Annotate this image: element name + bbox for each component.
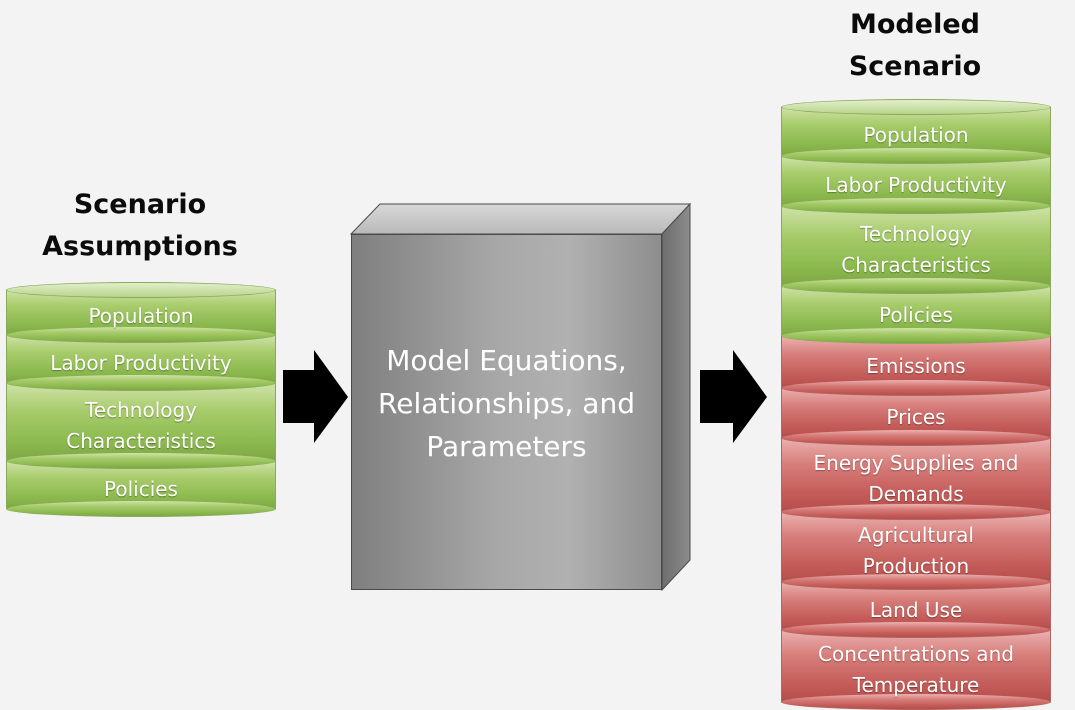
output-heading: Modeled Scenario: [848, 9, 982, 82]
input-heading: Scenario Assumptions: [42, 189, 238, 262]
output-layer-label: Prices: [886, 404, 946, 429]
output-layer: Prices: [781, 388, 1051, 446]
output-layer-label: Agricultural Production: [858, 523, 974, 578]
input-layer: Labor Productivity: [6, 335, 276, 391]
model-box-top: [349, 203, 692, 235]
output-layer-label: Policies: [879, 302, 953, 327]
input-layer-label: Policies: [104, 476, 178, 501]
output-layer-label: Land Use: [869, 597, 963, 622]
output-layer-label: Technology Characteristics: [841, 222, 991, 277]
output-layer: Agricultural Production: [781, 512, 1051, 590]
output-layer: Energy Supplies and Demands: [781, 438, 1051, 520]
output-layer: Labor Productivity: [781, 156, 1051, 214]
arrow-input-to-model: [283, 350, 348, 443]
output-layer: Population: [781, 99, 1051, 164]
model-label: Model Equations, Relationships, and Para…: [378, 343, 635, 463]
output-layer: Land Use: [781, 582, 1051, 638]
input-layer-label: Technology Characteristics: [66, 398, 216, 453]
output-layer-label: Concentrations and Temperature: [818, 642, 1014, 697]
output-layer-label: Population: [863, 123, 969, 147]
output-layer: Emissions: [781, 336, 1051, 396]
model-box-side: [661, 202, 691, 592]
output-layer: Policies: [781, 286, 1051, 344]
output-layer-label: Energy Supplies and Demands: [813, 451, 1019, 506]
input-layer-label: Labor Productivity: [50, 350, 232, 375]
input-layer-label: Population: [88, 304, 194, 328]
output-layer-label: Labor Productivity: [825, 172, 1007, 197]
input-layer: Population: [6, 282, 276, 343]
arrow-model-to-output: [700, 350, 767, 443]
output-layer: Concentrations and Temperature: [781, 630, 1051, 710]
model-box: Model Equations, Relationships, and Para…: [351, 234, 662, 590]
output-layer: Technology Characteristics: [781, 206, 1051, 294]
input-layer: Technology Characteristics: [6, 383, 276, 469]
output-layer-label: Emissions: [866, 353, 966, 378]
input-layer: Policies: [6, 461, 276, 517]
